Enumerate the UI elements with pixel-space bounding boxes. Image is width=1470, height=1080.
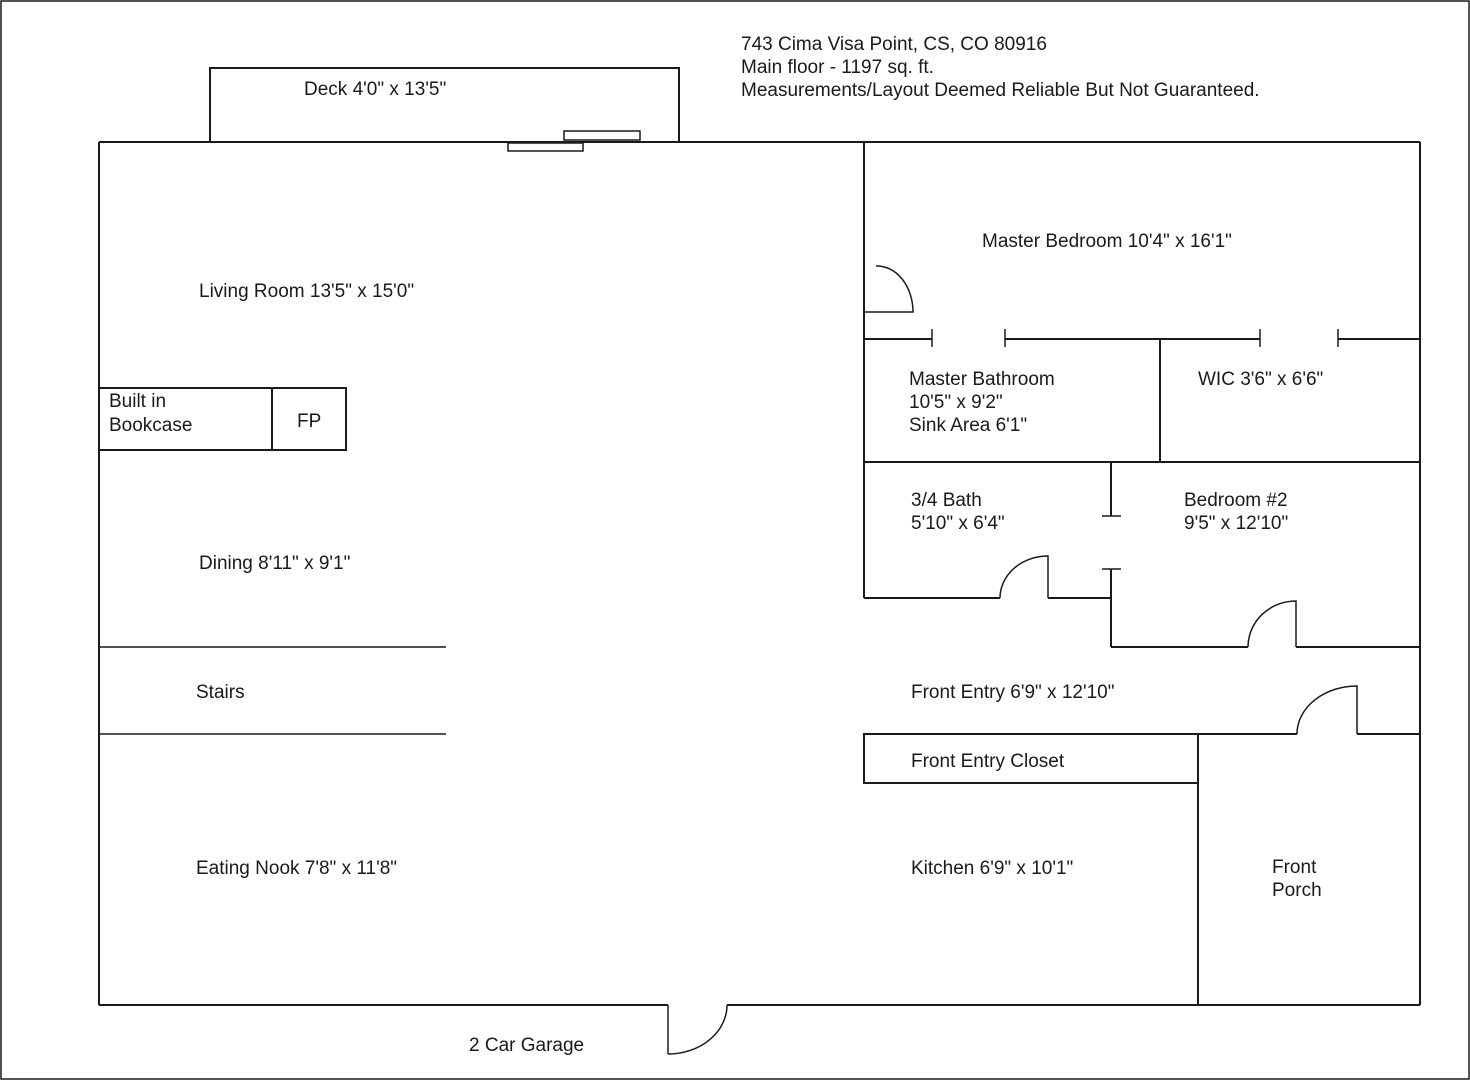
front-entry-closet-label: Front Entry Closet (911, 751, 1065, 772)
address-text: 743 Cima Visa Point, CS, CO 80916 (741, 34, 1047, 55)
floor-info-text: Main floor - 1197 sq. ft. (741, 57, 934, 78)
right-wing-walls (863, 142, 1420, 648)
disclaimer-text: Measurements/Layout Deemed Reliable But … (741, 80, 1260, 101)
stairs-area (99, 646, 446, 735)
house-outline (98, 141, 1421, 1006)
three-quarter-bath-label-line1: 3/4 Bath (911, 490, 982, 511)
master-bath-label-line2: 10'5" x 9'2" (909, 392, 1003, 413)
bedroom2-label-line1: Bedroom #2 (1184, 490, 1288, 511)
bedroom2-label-line2: 9'5" x 12'10" (1184, 513, 1288, 534)
front-wing-walls (863, 685, 1420, 1005)
garage-label: 2 Car Garage (469, 1035, 584, 1056)
living-room-label: Living Room 13'5" x 15'0" (199, 281, 414, 302)
stairs-label: Stairs (196, 682, 245, 703)
deck-label: Deck 4'0" x 13'5" (304, 79, 446, 100)
garage-door (667, 1004, 728, 1055)
master-bath-label-line1: Master Bathroom (909, 369, 1055, 390)
front-porch-label-line2: Porch (1272, 880, 1322, 901)
front-entry-label: Front Entry 6'9" x 12'10" (911, 682, 1114, 703)
three-quarter-bath-label-line2: 5'10" x 6'4" (911, 513, 1005, 534)
master-bedroom-label: Master Bedroom 10'4" x 16'1" (982, 231, 1232, 252)
bookcase-fireplace (98, 387, 347, 451)
fireplace-label: FP (297, 411, 321, 432)
dining-label: Dining 8'11" x 9'1" (199, 553, 350, 574)
kitchen-label: Kitchen 6'9" x 10'1" (911, 858, 1073, 879)
built-in-label-line2: Bookcase (109, 415, 192, 436)
wic-label: WIC 3'6" x 6'6" (1198, 369, 1323, 390)
built-in-label-line1: Built in (109, 391, 166, 412)
master-bath-label-line3: Sink Area 6'1" (909, 415, 1027, 436)
eating-nook-label: Eating Nook 7'8" x 11'8" (196, 858, 397, 879)
front-porch-label-line1: Front (1272, 857, 1317, 878)
